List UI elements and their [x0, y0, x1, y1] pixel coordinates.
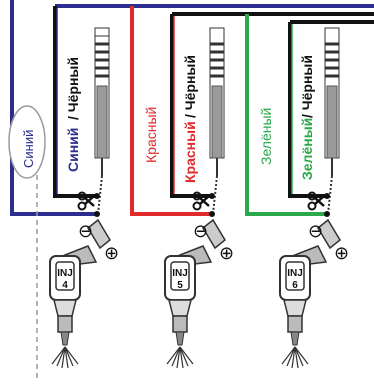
green-outer-wire	[245, 14, 327, 216]
junction-dot	[94, 193, 100, 199]
spray-icon	[281, 346, 309, 369]
junction-dot	[324, 193, 330, 199]
injector-code: INJ	[57, 268, 73, 279]
connector-3	[324, 27, 340, 215]
plus-terminal-icon: ⊕	[219, 243, 234, 263]
plus-terminal-icon: ⊕	[334, 243, 349, 263]
side-label-blue: Синий	[21, 130, 36, 168]
junction-dot	[209, 193, 215, 199]
injector-4: ⊖ ⊕ INJ 4	[49, 218, 119, 369]
green-black-label-prefix: Зелёный	[299, 118, 315, 180]
blue-wire-group	[10, 0, 374, 216]
minus-terminal-icon: ⊖	[193, 221, 208, 241]
red-wire-group	[130, 6, 374, 216]
spray-icon	[166, 346, 194, 369]
green-black-label-suffix: / Чёрный	[299, 55, 315, 118]
scissors-icon	[307, 191, 325, 211]
injector-number: 4	[62, 280, 68, 291]
red-black-label-suffix: / Чёрный	[182, 55, 198, 118]
injector-code: INJ	[172, 268, 188, 279]
blue-black-label-suffix: / Чёрный	[65, 57, 81, 120]
connector-2	[209, 27, 225, 215]
blue-black-wire	[53, 6, 97, 198]
spray-icon	[51, 346, 79, 369]
injector-number: 6	[292, 280, 298, 291]
scissors-icon	[192, 191, 210, 211]
injector-6: ⊖ ⊕ INJ 6	[279, 218, 349, 369]
red-outer-wire	[130, 6, 212, 216]
minus-terminal-icon: ⊖	[78, 221, 93, 241]
side-label-circle	[8, 105, 46, 179]
blue-outer-wire	[10, 0, 97, 216]
red-black-label-prefix: Красный	[182, 121, 198, 183]
connector-1	[94, 27, 110, 215]
minus-terminal-icon: ⊖	[308, 221, 323, 241]
blue-black-label-prefix: Синий	[65, 128, 81, 172]
red-label: Красный	[143, 107, 159, 163]
injector-number: 5	[177, 280, 183, 291]
red-black-wire	[170, 14, 212, 198]
scissors-icon	[77, 191, 95, 211]
junction-dot	[209, 211, 215, 217]
injector-code: INJ	[287, 268, 303, 279]
injector-5: ⊖ ⊕ INJ 5	[164, 218, 234, 369]
plus-terminal-icon: ⊕	[104, 243, 119, 263]
junction-dot	[324, 211, 330, 217]
green-label: Зелёный	[258, 108, 274, 165]
junction-dot	[94, 211, 100, 217]
